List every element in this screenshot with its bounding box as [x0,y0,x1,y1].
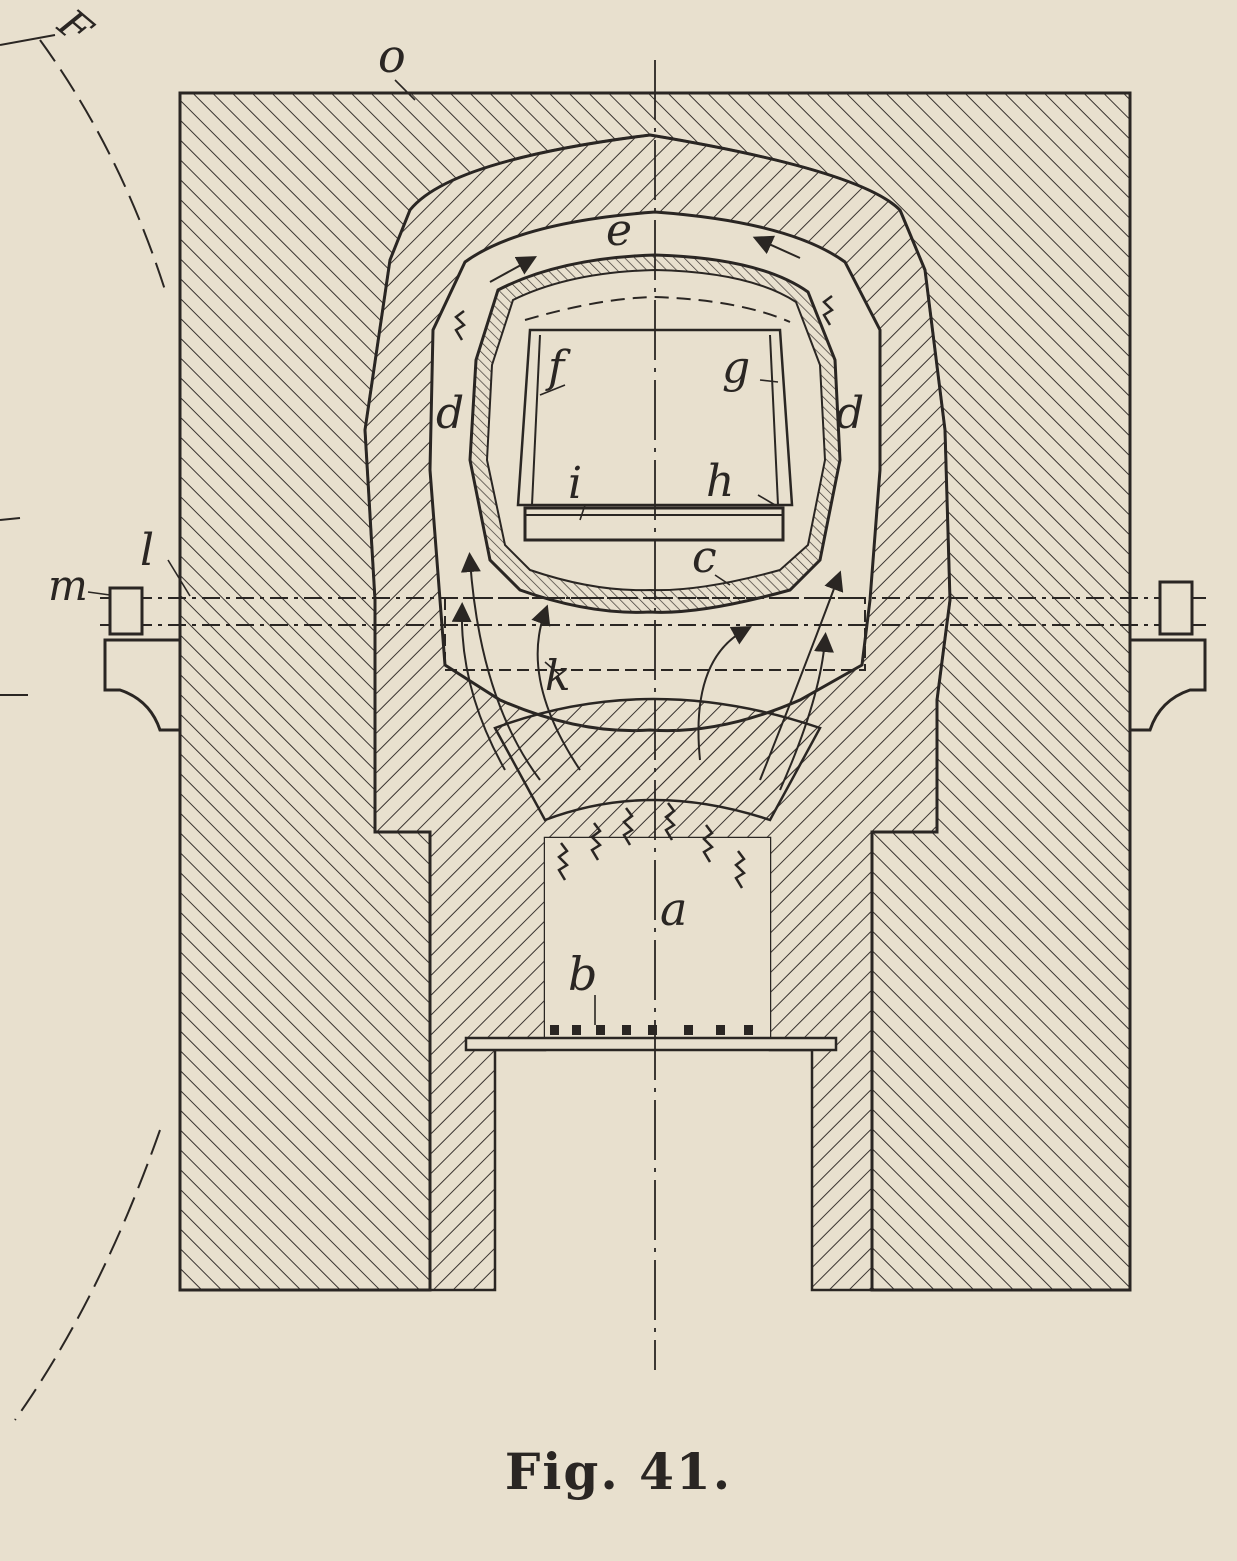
label-e: e [606,205,632,256]
label-d-left: d [436,388,464,439]
label-o: o [378,29,406,83]
burner-grate [493,697,822,822]
retort-left-wall [531,334,541,506]
label-a: a [660,882,687,936]
label-b: b [568,947,597,1001]
leader-lines [87,79,779,1025]
label-i: i [568,458,582,509]
grate-b [464,1036,838,1052]
background-dashed-arc-lower [14,1129,161,1421]
label-g: g [722,342,750,393]
bg-tick-top [0,34,56,46]
background-dashed-arc [39,39,166,291]
label-d-right: d [836,388,864,439]
label-k: k [545,651,570,700]
retort-right-wall [769,334,779,506]
flame-marks [454,295,834,889]
label-l: l [140,525,154,576]
muffle-dashed-outline [524,295,791,323]
bg-tick-mid [0,517,21,521]
plate-i [523,506,785,542]
label-h: h [706,456,734,507]
flow-arrows [451,235,844,791]
firebox [545,838,770,1048]
figure-caption: Fig. 41. [504,1442,733,1501]
label-F: F [48,0,101,55]
label-c: c [692,532,717,583]
label-m: m [48,561,88,610]
grate-bars [550,1025,753,1035]
